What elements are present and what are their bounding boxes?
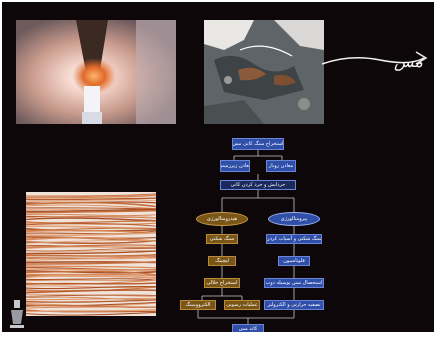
hydro-step-leaching: لیچینگ (208, 256, 236, 266)
hydro-step-precipitation: عملیات رسوبی (224, 300, 260, 310)
pyro-step-refining: تصفیه حرارتی و الکترولیز (264, 300, 324, 310)
wire-strand (26, 283, 156, 285)
copper-process-diagram: استخراج سنگ کانی مس معادن زیرزمینی معادن… (168, 130, 348, 332)
pyro-step-grinding: سنگ شکنی و آسیاب کردن (266, 234, 322, 244)
copper-ore-photo (204, 20, 324, 124)
pyrometallurgy-branch: پیرومتالورژی (268, 212, 320, 226)
copper-wire-coil-photo (26, 192, 156, 316)
pyro-step-smelting: استحصال مس بوسیله ذوب (264, 278, 324, 288)
blackboard: مس (2, 2, 434, 332)
hydro-step-crushing: سنگ شکنی (206, 234, 238, 244)
hydro-step-solvent-extraction: استخراج حلالی (204, 278, 240, 288)
pyro-step-flotation: فلوتاسیون (278, 256, 310, 266)
diagram-title-box: استخراج سنگ کانی مس (232, 138, 284, 150)
ore-box-open-pit: معادن روباز (266, 160, 296, 172)
ore-box-underground: معادن زیرزمینی (220, 160, 250, 172)
handwritten-label: مس (394, 54, 423, 70)
output-cathode-box: کاتد مس (232, 324, 264, 332)
logo-icon (8, 298, 26, 330)
torch-flame-photo (16, 20, 176, 124)
hydro-step-electrowinning: الکترووینینگ (180, 300, 216, 310)
hydrometallurgy-branch: هیدرومتالورژی (196, 212, 248, 226)
crushing-step-box: خردایش و خرد کردن کانی (220, 180, 296, 190)
